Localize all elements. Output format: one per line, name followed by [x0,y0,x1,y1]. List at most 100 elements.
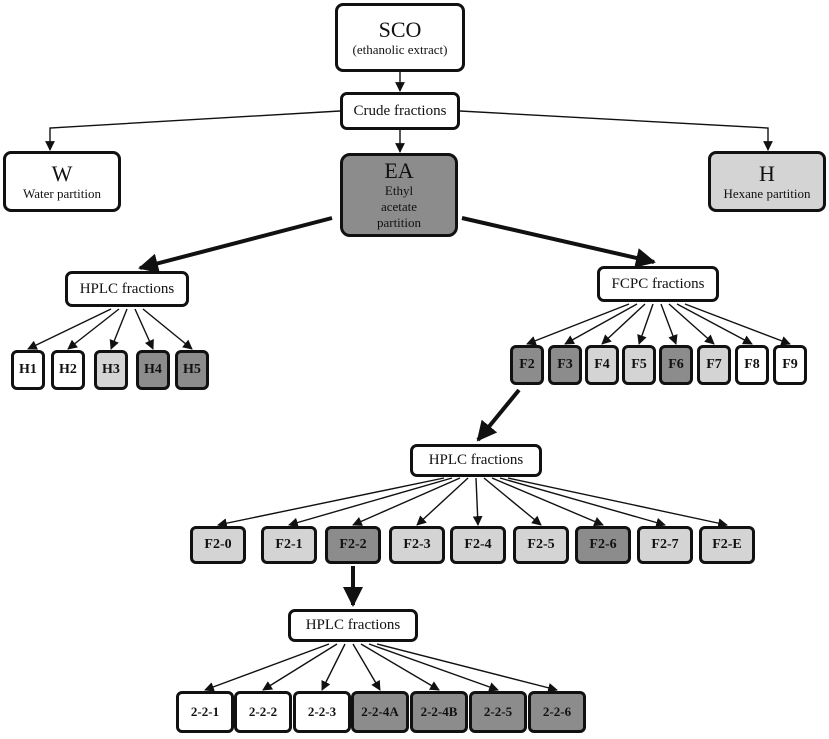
fraction-label-2-2-1: 2-2-1 [190,704,220,719]
fraction-box-h1: H1 [11,350,45,390]
arrow-hplc-f22-6 [376,643,558,693]
arrow-f2-to-hplc [476,388,521,442]
hplc-fractions-left-box: HPLC fractions [65,271,189,307]
fraction-label-f2-4: F2-4 [464,537,492,552]
hplc-fractions-f2-2-box: HPLC fractions [288,609,418,642]
water-partition-title: W [51,160,73,186]
ethyl-acetate-line-1: Ethyl [384,183,414,198]
fraction-box-2-2-5: 2-2-5 [469,691,527,733]
fraction-box-h3: H3 [94,350,128,390]
fraction-box-f2: F2 [510,345,544,385]
hplc-fractions-left-label: HPLC fractions [79,280,175,297]
arrow-hplc-f2-0 [217,477,445,529]
fraction-box-f6: F6 [659,345,693,385]
arrow-hplc-f2-8 [507,477,728,528]
fraction-box-f2-4: F2-4 [450,526,506,564]
fraction-box-2-2-4b: 2-2-4B [410,691,468,733]
arrow-hplc-f22-4 [360,643,440,691]
fraction-label-f4: F4 [594,357,610,372]
fraction-box-h2: H2 [51,350,85,390]
fraction-label-2-2-4a: 2-2-4A [361,704,399,719]
arrow-hplc-f22-2 [321,643,346,691]
ethyl-acetate-line-3: partition [376,215,422,230]
fraction-box-f2-5: F2-5 [513,526,569,564]
fraction-label-2-2-6: 2-2-6 [542,704,572,719]
fraction-box-h5: H5 [175,350,209,390]
ethyl-acetate-line-2: acetate [380,199,418,214]
arrow-hplc-f2-1 [288,477,453,528]
arrow-fcpc-6 [676,303,753,345]
hplc-fractions-f2-label: HPLC fractions [428,452,524,468]
arrow-hplc-f22-3 [352,643,381,691]
arrow-fcpc-0 [526,303,630,346]
arrow-fcpc-3 [637,303,654,345]
arrow-hplc-left-0 [27,308,112,350]
crude-fractions-label: Crude fractions [353,102,447,119]
hexane-partition-title: H [759,160,775,186]
fraction-box-f8: F8 [735,345,769,385]
fraction-label-h1: H1 [19,362,37,377]
fraction-box-f2-6: F2-6 [575,526,631,564]
hexane-partition-subtitle: Hexane partition [723,185,811,201]
fraction-box-f2-3: F2-3 [389,526,445,564]
arrow-hplc-f22-1 [262,643,338,691]
fraction-label-f2-0: F2-0 [204,537,232,552]
sco-subtitle: (ethanolic extract) [352,41,448,57]
fraction-label-f2: F2 [519,357,535,372]
fraction-box-f4: F4 [585,345,619,385]
fraction-box-h4: H4 [136,350,170,390]
fraction-label-h3: H3 [102,362,120,377]
fraction-box-f7: F7 [697,345,731,385]
fraction-label-f2-2: F2-2 [339,537,367,552]
arrow-hplc-f2-7 [499,477,666,528]
arrow-hplc-left-4 [142,308,193,350]
arrow-hplc-f22-0 [204,643,330,692]
fraction-box-f2-1: F2-1 [261,526,317,564]
arrow-ea-to-hplc-left [138,216,333,274]
fraction-label-f2-1: F2-1 [275,537,303,552]
sco-title: SCO [378,16,422,42]
arrow-hplc-f2-6 [491,477,604,527]
arrow-fcpc-2 [601,303,646,345]
arrow-hplc-left-2 [109,308,128,350]
arrow-fcpc-5 [668,303,715,345]
arrow-fcpc-7 [684,303,791,346]
fraction-label-h4: H4 [144,362,162,377]
water-partition-box: W Water partition [3,151,121,212]
arrow-fcpc-1 [564,303,638,345]
arrow-ea-to-fcpc [461,216,656,268]
fraction-box-2-2-2: 2-2-2 [234,691,292,733]
fraction-label-f2-e: F2-E [712,537,742,552]
hplc-fractions-f2-box: HPLC fractions [410,444,542,477]
ethyl-acetate-partition-box: EA Ethyl acetate partition [340,153,458,237]
fraction-box-f5: F5 [622,345,656,385]
arrow-hplc-f2-4 [472,477,483,526]
fraction-box-2-2-1: 2-2-1 [176,691,234,733]
fraction-label-2-2-2: 2-2-2 [248,704,278,719]
fcpc-fractions-label: FCPC fractions [611,275,705,292]
fraction-label-f9: F9 [782,357,798,372]
arrow-hplc-f2-2 [352,477,461,526]
fraction-label-2-2-5: 2-2-5 [483,704,513,719]
fraction-box-f9: F9 [773,345,807,385]
arrow-crude-to-water [45,110,341,151]
fraction-label-h5: H5 [183,362,201,377]
crude-fractions-box: Crude fractions [340,92,460,130]
fraction-box-f2-7: F2-7 [637,526,693,564]
fraction-label-f2-6: F2-6 [589,537,617,552]
fraction-label-2-2-3: 2-2-3 [307,704,337,719]
arrow-hplc-left-1 [67,308,120,350]
arrow-fcpc-4 [660,303,678,345]
fraction-label-h2: H2 [59,362,77,377]
sco-root-box: SCO (ethanolic extract) [335,3,465,72]
fraction-label-f5: F5 [631,357,647,372]
fraction-box-f2-0: F2-0 [190,526,246,564]
fraction-box-2-2-6: 2-2-6 [528,691,586,733]
fraction-label-f6: F6 [668,357,684,372]
arrow-hplc-f2-3 [416,477,469,526]
arrow-crude-to-hexane [459,110,773,151]
ethyl-acetate-title: EA [384,158,414,183]
fraction-label-f2-7: F2-7 [651,537,679,552]
fraction-label-f7: F7 [706,357,722,372]
